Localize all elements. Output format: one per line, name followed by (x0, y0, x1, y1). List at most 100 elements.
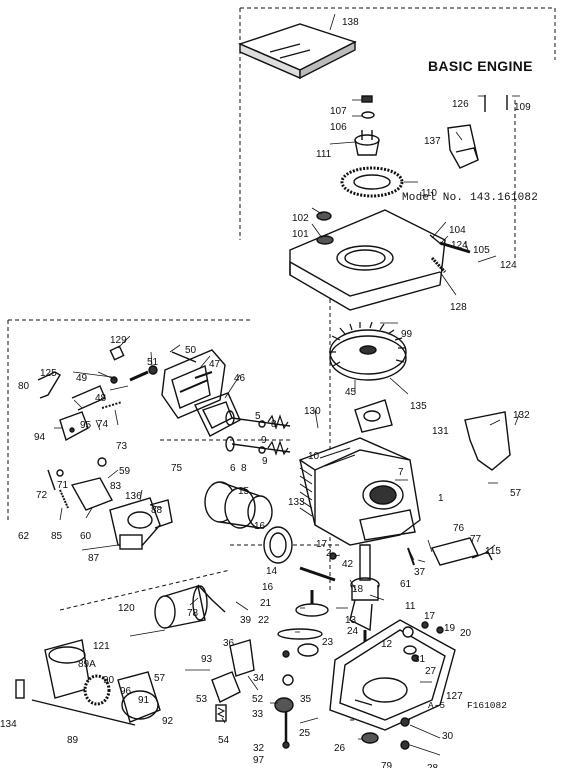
callout-52: 52 (252, 694, 264, 705)
callout-27: 27 (425, 666, 437, 677)
callout-11: 11 (405, 601, 416, 612)
callout-124b: 124 (500, 260, 517, 271)
callout-35: 35 (300, 694, 312, 705)
part-94-control-bracket (37, 371, 123, 442)
page-ref-code: A-5 (428, 700, 446, 711)
callout-132: 132 (513, 410, 530, 421)
callout-21: 21 (260, 598, 272, 609)
callout-101: 101 (292, 229, 309, 240)
diagram-title: BASIC ENGINE (428, 58, 533, 74)
callout-13: 13 (345, 615, 357, 626)
part-101-blower-housing (289, 209, 446, 311)
callout-90: 90 (103, 675, 115, 686)
callout-104: 104 (449, 225, 466, 236)
callout-135: 135 (410, 401, 427, 412)
part-22-gear (295, 590, 329, 617)
callout-89A: 89A (78, 659, 96, 670)
callout-14: 14 (266, 566, 278, 577)
part-120-muffler (154, 585, 208, 629)
callout-25: 25 (299, 728, 311, 739)
callout-97: 97 (253, 755, 265, 766)
callout-31: 31 (414, 654, 426, 665)
callout-10: 10 (308, 451, 320, 462)
callout-93: 93 (201, 654, 213, 665)
callout-53: 53 (196, 694, 208, 705)
callout-121: 121 (93, 641, 110, 652)
callout-61: 61 (400, 579, 412, 590)
part-7-coil (354, 399, 393, 433)
callout-8a: 8 (271, 419, 277, 430)
callout-57a: 57 (510, 488, 522, 499)
callout-9a: 9 (261, 435, 267, 446)
callout-54: 54 (218, 735, 230, 746)
callout-16a: 16 (254, 521, 266, 532)
callout-124a: 124 (451, 240, 468, 251)
callout-105: 105 (473, 245, 490, 256)
callout-106: 106 (330, 122, 347, 133)
callout-28: 28 (427, 763, 439, 768)
part-135-flywheel (329, 321, 407, 381)
part-131-baffle (464, 411, 511, 471)
callout-57b: 57 (154, 673, 166, 684)
callout-12: 12 (381, 639, 393, 650)
callout-33: 33 (252, 709, 264, 720)
part-137-bracket (447, 95, 508, 169)
dashed-assembly-lines (7, 7, 556, 721)
callout-62: 62 (18, 531, 30, 542)
callout-76: 76 (453, 523, 465, 534)
callout-2: 2 (326, 548, 332, 559)
callout-120: 120 (118, 603, 135, 614)
callout-71: 71 (57, 480, 69, 491)
figure-ref-code: F161082 (467, 700, 507, 711)
callout-19: 19 (444, 623, 456, 634)
callout-20: 20 (460, 628, 472, 639)
callout-79: 79 (381, 761, 393, 768)
callout-7: 7 (398, 467, 404, 478)
callout-59: 59 (119, 466, 131, 477)
callout-127: 127 (446, 691, 463, 702)
callout-42: 42 (342, 559, 354, 570)
callout-91: 91 (138, 695, 150, 706)
part-105-guide (429, 234, 471, 274)
callout-129: 129 (110, 335, 127, 346)
callout-34: 34 (253, 673, 265, 684)
callout-18: 18 (352, 584, 364, 595)
callout-16b: 16 (262, 582, 274, 593)
part-111-starter-cup (354, 130, 380, 156)
part-33-governor (274, 650, 294, 749)
callout-17a: 17 (316, 539, 328, 550)
callout-73: 73 (116, 441, 128, 452)
leader-lines (54, 13, 521, 756)
callout-95: 95 (80, 420, 92, 431)
callout-134: 134 (0, 719, 17, 730)
callout-136: 136 (125, 491, 142, 502)
callout-9b: 9 (262, 456, 268, 467)
callout-22: 22 (258, 615, 270, 626)
callout-26: 26 (334, 743, 346, 754)
callout-46: 46 (234, 373, 246, 384)
callout-32: 32 (253, 743, 265, 754)
callout-92: 92 (162, 716, 174, 727)
callout-74: 74 (97, 419, 109, 430)
part-89-air-cleaner (15, 639, 161, 726)
callout-23: 23 (322, 637, 334, 648)
callout-37: 37 (414, 567, 426, 578)
callout-47: 47 (209, 359, 221, 370)
callout-39: 39 (240, 615, 252, 626)
callout-137: 137 (424, 136, 441, 147)
callout-77: 77 (470, 534, 482, 545)
valves-and-springs (225, 410, 291, 456)
callout-5: 5 (255, 411, 261, 422)
part-138-cover (238, 23, 357, 80)
callout-109: 109 (514, 102, 531, 113)
callout-6: 6 (230, 463, 236, 474)
callout-75: 75 (171, 463, 183, 474)
part-60-carburetor-bowl (59, 477, 113, 511)
part-47-cylinder-head (161, 349, 226, 419)
callout-15: 15 (238, 486, 250, 497)
part-24-base-pan (329, 619, 456, 731)
callout-49: 49 (76, 373, 88, 384)
